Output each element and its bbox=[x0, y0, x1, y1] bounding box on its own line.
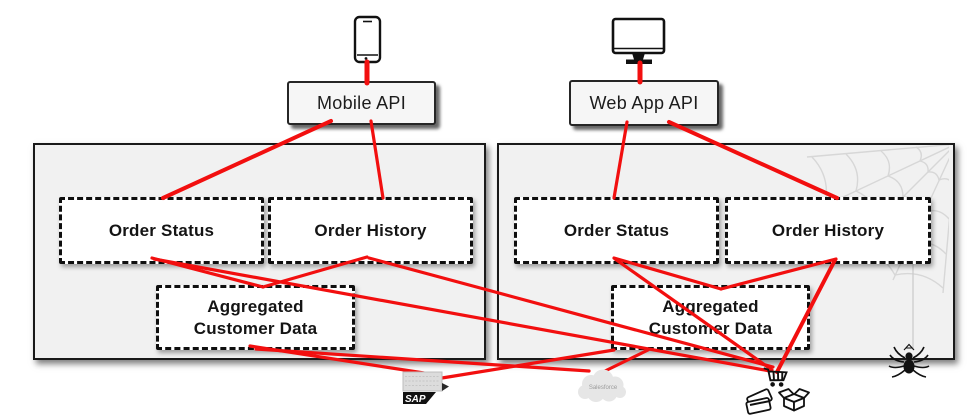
web-app-api-label: Web App API bbox=[589, 92, 699, 113]
credit-cards-icon bbox=[745, 388, 773, 415]
right-order-history-label: Order History bbox=[771, 220, 885, 240]
salesforce-label: Salesforce bbox=[589, 385, 618, 391]
package-box-icon bbox=[778, 388, 810, 412]
left-order-status-box: Order Status bbox=[59, 197, 264, 264]
right-order-status-label: Order Status bbox=[563, 220, 670, 240]
sap-icon: SAP bbox=[402, 371, 449, 405]
left-aggregated-customer-data-box: Aggregated Customer Data bbox=[156, 285, 355, 350]
left-order-status-label: Order Status bbox=[108, 220, 215, 240]
phone-icon bbox=[353, 15, 382, 64]
right-aggregated-customer-data-box: Aggregated Customer Data bbox=[611, 285, 810, 350]
shopping-cart-icon bbox=[763, 367, 788, 387]
right-aggregated-customer-data-label: Aggregated Customer Data bbox=[648, 297, 773, 338]
salesforce-icon: Salesforce bbox=[578, 369, 626, 402]
left-order-history-label: Order History bbox=[314, 220, 427, 240]
mobile-api-label: Mobile API bbox=[316, 92, 407, 113]
monitor-icon bbox=[611, 17, 666, 64]
sap-label: SAP bbox=[405, 394, 426, 405]
right-order-status-box: Order Status bbox=[514, 197, 719, 264]
left-order-history-box: Order History bbox=[268, 197, 473, 264]
web-app-api-box: Web App API bbox=[569, 80, 719, 126]
right-order-history-box: Order History bbox=[725, 197, 931, 264]
mobile-api-box: Mobile API bbox=[287, 81, 436, 125]
left-aggregated-customer-data-label: Aggregated Customer Data bbox=[193, 297, 318, 338]
